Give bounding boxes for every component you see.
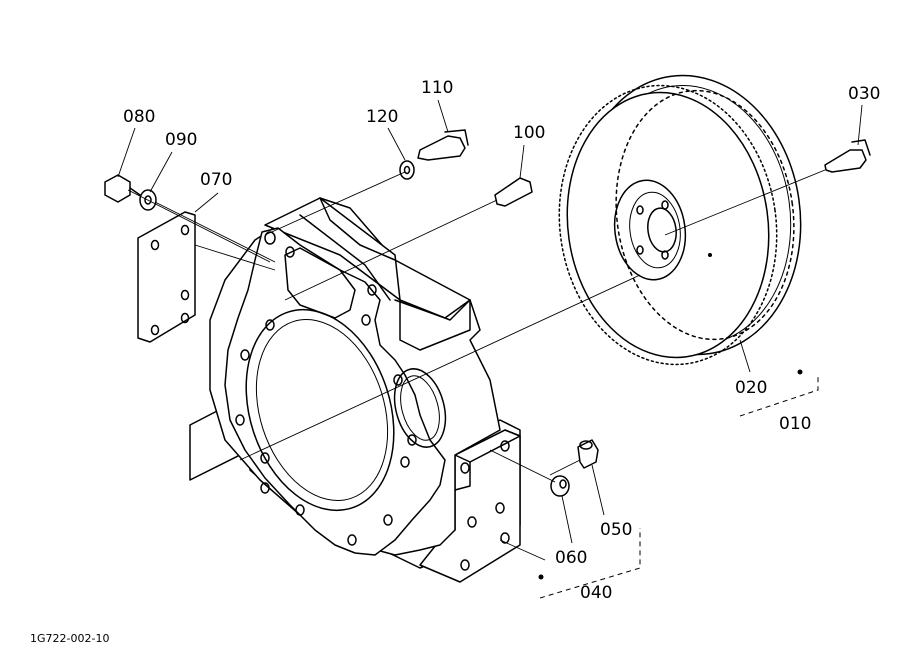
washer-120	[399, 160, 415, 180]
callout-070: 070	[200, 170, 232, 190]
callout-010: 010	[779, 414, 811, 434]
bolt-030	[824, 139, 871, 173]
bolt-080	[104, 174, 141, 203]
stud-100	[494, 177, 533, 207]
callout-060: 060	[555, 548, 587, 568]
cover-plate	[137, 211, 196, 343]
pin-050	[577, 439, 599, 469]
callout-100: 100	[513, 123, 545, 143]
flywheel-housing	[189, 197, 521, 583]
callout-030: 030	[848, 84, 880, 104]
flywheel	[558, 74, 802, 366]
marker-dot	[797, 369, 803, 375]
callout-110: 110	[421, 78, 453, 98]
group-bracket-010	[739, 375, 819, 417]
callout-080: 080	[123, 107, 155, 127]
callout-090: 090	[165, 130, 197, 150]
callout-120: 120	[366, 107, 398, 127]
callout-040: 040	[580, 583, 612, 603]
bolt-110	[417, 129, 469, 161]
diagram-code: 1G722-002-10	[30, 632, 109, 645]
marker-dot	[538, 574, 544, 580]
callout-020: 020	[735, 378, 767, 398]
bushing-060	[550, 475, 570, 497]
callout-050: 050	[600, 520, 632, 540]
leader-lines	[117, 99, 863, 561]
